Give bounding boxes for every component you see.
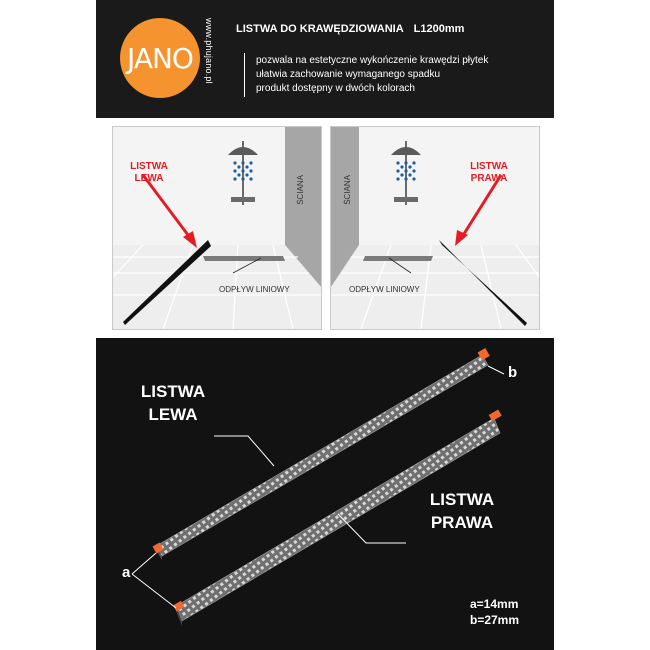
title-text: LISTWA DO KRAWĘDZIOWANIA — [236, 23, 404, 35]
label-line: LISTWA — [130, 161, 168, 172]
label-line: LISTWA — [470, 161, 508, 172]
product-code: L1200mm — [413, 23, 465, 35]
marker-a: a — [122, 564, 131, 581]
header-divider — [244, 53, 245, 97]
end-cap-b-top — [477, 348, 490, 361]
end-cap-a-bottom — [173, 600, 185, 612]
feature-item: pozwala na estetyczne wykończenie krawęd… — [256, 55, 489, 66]
product-title: LISTWA DO KRAWĘDZIOWANIA L1200mm — [236, 23, 464, 35]
scene-right: LISTWA PRAWA ŚCIANA ODPŁYW LINIOWY — [330, 126, 540, 330]
label-listwa-lewa: LISTWA LEWA — [128, 380, 218, 426]
logo-text: JANO — [127, 42, 194, 75]
label-line: LISTWA — [429, 490, 495, 509]
profiles-illustration — [131, 348, 505, 626]
dimension-b: b=27mm — [470, 613, 520, 627]
jano-logo: JANO — [120, 18, 200, 98]
feature-item: produkt dostępny w dwóch kolorach — [256, 83, 415, 94]
bathroom-illustration-left — [113, 127, 321, 329]
product-panel: LISTWA LEWA LISTWA PRAWA b a a=14mm b=27… — [96, 338, 554, 650]
drain-label: ODPŁYW LINIOWY — [219, 285, 290, 294]
marker-b: b — [508, 364, 518, 381]
strip-label-left: LISTWA LEWA — [123, 161, 175, 185]
drain-label: ODPŁYW LINIOWY — [349, 285, 420, 294]
end-cap-a-top — [152, 542, 164, 554]
wall-label: ŚCIANA — [343, 175, 352, 205]
strip-label-right: LISTWA PRAWA — [461, 161, 517, 185]
dimension-a: a=14mm — [470, 597, 519, 611]
label-line: LEWA — [134, 173, 164, 184]
label-listwa-prawa: LISTWA PRAWA — [414, 488, 510, 534]
feature-item: ułatwia zachowanie wymaganego spadku — [256, 69, 441, 80]
website-url: www.phujano.pl — [204, 18, 214, 84]
header-banner: JANO www.phujano.pl LISTWA DO KRAWĘDZIOW… — [96, 0, 554, 118]
label-line: LEWA — [148, 405, 198, 424]
label-line: PRAWA — [470, 173, 508, 184]
wall-label: ŚCIANA — [296, 175, 305, 205]
bathroom-illustration-right — [331, 127, 539, 329]
dimensions: a=14mm b=27mm — [470, 596, 519, 628]
end-cap-b-bottom — [488, 409, 502, 422]
label-line: LISTWA — [140, 382, 206, 401]
feature-list: pozwala na estetyczne wykończenie krawęd… — [256, 54, 488, 96]
scene-left: LISTWA LEWA ŚCIANA ODPŁYW LINIOWY — [112, 126, 322, 330]
label-line: PRAWA — [430, 513, 494, 532]
